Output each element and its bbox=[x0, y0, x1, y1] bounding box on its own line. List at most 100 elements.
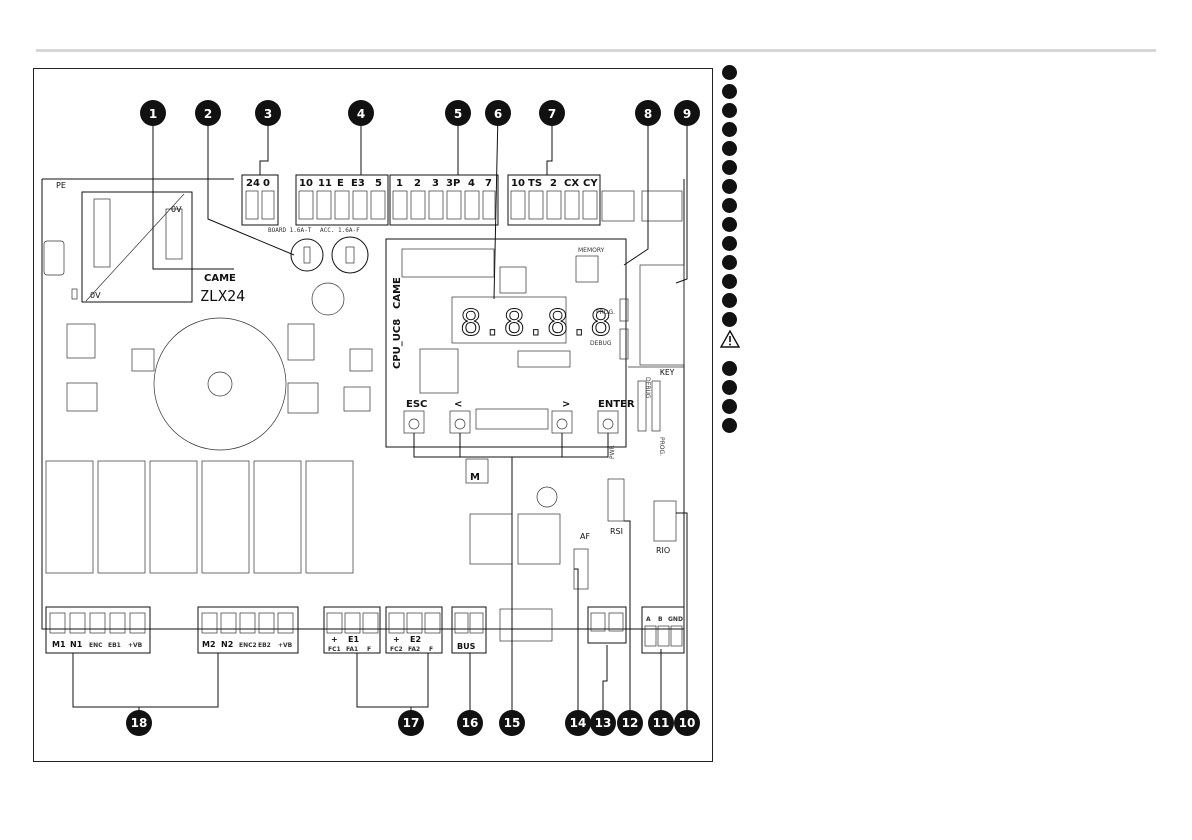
pe-label: PE bbox=[56, 181, 66, 190]
callout-13: 13 bbox=[590, 710, 616, 736]
legend-bullet bbox=[722, 274, 737, 289]
terminal-motor1: M1 N1 ENC EB1 +VB bbox=[45, 606, 151, 654]
left-label: < bbox=[454, 399, 462, 410]
term-ts: TS bbox=[528, 178, 542, 189]
svg-text:3: 3 bbox=[264, 107, 272, 121]
diagram-frame: .ln{stroke:#111;stroke-width:1;fill:none… bbox=[33, 68, 713, 762]
key-slot bbox=[639, 264, 685, 366]
pwr-label: PWR bbox=[609, 445, 616, 459]
ov-label-1: 0V bbox=[90, 291, 101, 300]
af-label: AF bbox=[580, 532, 590, 541]
control-board-diagram: .ln{stroke:#111;stroke-width:1;fill:none… bbox=[41, 100, 700, 736]
svg-text:2: 2 bbox=[204, 107, 212, 121]
legend-bullet bbox=[722, 103, 737, 118]
term-3: 3 bbox=[432, 178, 439, 189]
term-e: E bbox=[337, 178, 344, 189]
rsi-label: RSI bbox=[610, 527, 623, 536]
term-1: 1 bbox=[396, 178, 403, 189]
legend-bullet bbox=[722, 236, 737, 251]
term-3p: 3P bbox=[446, 178, 460, 189]
term-fc1: FC1 bbox=[328, 646, 341, 653]
term-m2: M2 bbox=[202, 640, 216, 649]
term-2b: 2 bbox=[550, 178, 557, 189]
board-brand: CAME bbox=[204, 273, 236, 284]
term-f2: F bbox=[429, 646, 433, 653]
display-digits: 8.8.8.8 bbox=[460, 303, 612, 344]
legend-bullet bbox=[722, 217, 737, 232]
m-label: M bbox=[470, 472, 480, 483]
term-24: 24 bbox=[246, 178, 260, 189]
svg-text:9: 9 bbox=[683, 107, 691, 121]
rio-label: RIO bbox=[656, 546, 670, 555]
term-vb1: +VB bbox=[128, 642, 143, 649]
esc-label: ESC bbox=[406, 399, 427, 410]
term-plus-2: + bbox=[393, 635, 400, 644]
terminal-power: 24 0 bbox=[241, 174, 279, 226]
svg-text:8: 8 bbox=[644, 107, 652, 121]
term-11: 11 bbox=[318, 178, 332, 189]
term-b: B bbox=[658, 616, 663, 623]
legend-bullet bbox=[722, 255, 737, 270]
legend-bullet bbox=[722, 380, 737, 395]
term-f1: F bbox=[367, 646, 371, 653]
callout-2: 2 bbox=[195, 100, 221, 126]
legend-bullet bbox=[722, 160, 737, 175]
term-n1: N1 bbox=[70, 640, 83, 649]
legend-bullet bbox=[722, 179, 737, 194]
callout-7: 7 bbox=[539, 100, 565, 126]
callout-9: 9 bbox=[674, 100, 700, 126]
term-m1: M1 bbox=[52, 640, 66, 649]
legend-bullet bbox=[722, 198, 737, 213]
term-enc2: ENC2 bbox=[239, 642, 257, 649]
legend-bullet bbox=[722, 418, 737, 433]
fuse-board-label: BOARD 1.6A-T bbox=[268, 227, 312, 234]
legend-bullet bbox=[722, 84, 737, 99]
fuse-accessories bbox=[331, 236, 369, 274]
callout-5: 5 bbox=[445, 100, 471, 126]
svg-text:1: 1 bbox=[149, 107, 157, 121]
callout-3: 3 bbox=[255, 100, 281, 126]
callout-4: 4 bbox=[348, 100, 374, 126]
cpu-brand-label: CAME bbox=[392, 277, 403, 309]
term-a: A bbox=[646, 616, 651, 623]
callout-16: 16 bbox=[457, 710, 483, 736]
left-button bbox=[449, 410, 471, 434]
svg-text:10: 10 bbox=[679, 716, 696, 730]
board-model: ZLX24 bbox=[200, 287, 245, 305]
term-cx: CX bbox=[564, 178, 579, 189]
term-vb2: +VB bbox=[278, 642, 293, 649]
term-n2: N2 bbox=[221, 640, 233, 649]
rsi-connector bbox=[607, 478, 625, 522]
debug-label: DEBUG bbox=[590, 340, 612, 347]
legend-bullet bbox=[722, 141, 737, 156]
legend-bullet bbox=[722, 312, 737, 327]
term-cy: CY bbox=[583, 178, 598, 189]
callout-11: 11 bbox=[648, 710, 674, 736]
ov-label-2: 0V bbox=[171, 205, 182, 214]
enter-label: ENTER bbox=[598, 399, 635, 410]
prog-label: PROG. bbox=[596, 309, 615, 316]
legend-bullet bbox=[722, 122, 737, 137]
term-fc2: FC2 bbox=[390, 646, 403, 653]
term-enc: ENC bbox=[89, 642, 103, 649]
fuse-acc-label: ACC. 1.6A-F bbox=[320, 227, 360, 234]
svg-text:13: 13 bbox=[595, 716, 612, 730]
term-eb2: EB2 bbox=[258, 642, 271, 649]
prog-vert-label: PROG. bbox=[658, 437, 665, 456]
right-button bbox=[551, 410, 573, 434]
term-0: 0 bbox=[263, 178, 270, 189]
terminal-limit2: + E2 FC2 FA2 F bbox=[385, 606, 443, 654]
term-5: 5 bbox=[375, 178, 382, 189]
transformer-block bbox=[81, 191, 193, 303]
callout-17: 17 bbox=[398, 710, 424, 736]
terminal-bus: BUS bbox=[451, 606, 487, 654]
callout-15: 15 bbox=[499, 710, 525, 736]
term-e3: E3 bbox=[351, 178, 365, 189]
legend-bullet bbox=[722, 361, 737, 376]
terminal-antenna bbox=[587, 606, 627, 644]
term-e1: E1 bbox=[348, 635, 359, 644]
callout-1: 1 bbox=[140, 100, 166, 126]
memory-label: MEMORY bbox=[578, 247, 605, 254]
term-fa2: FA2 bbox=[408, 646, 420, 653]
svg-text:16: 16 bbox=[462, 716, 479, 730]
